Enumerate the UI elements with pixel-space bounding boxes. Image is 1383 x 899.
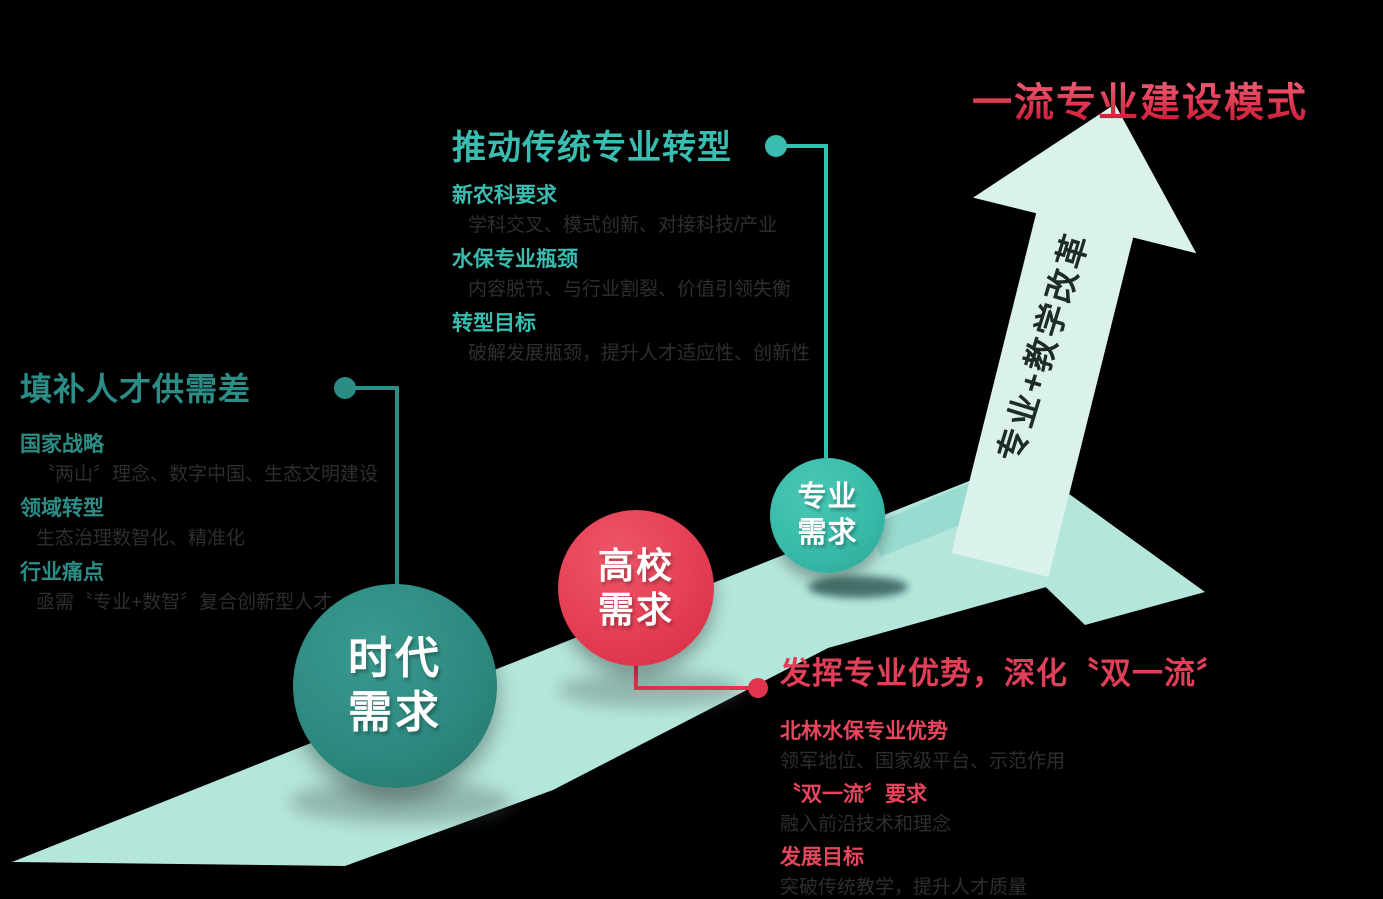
circle-era-line2: 需求	[348, 688, 442, 737]
item-label: 行业痛点	[20, 561, 104, 584]
item-desc: 生态治理数智化、精准化	[36, 528, 246, 550]
top-connector-dot	[765, 135, 787, 157]
item-desc: 破解发展瓶颈，提升人才适应性、创新性	[468, 343, 811, 365]
item-desc: 学科交叉、模式创新、对接科技/产业	[468, 215, 778, 237]
item-desc: 领军地位、国家级平台、示范作用	[780, 751, 1066, 773]
circle-major-line2: 需求	[797, 516, 858, 549]
top-connector-line	[776, 144, 828, 458]
item-desc: 融入前沿技术和理念	[780, 814, 952, 836]
ramp-band	[12, 460, 1150, 866]
block-transform-majors-heading: 推动传统专业转型	[452, 129, 732, 167]
block-talent-gap: 填补人才供需差 国家战略 〝两山〞理念、数字中国、生态文明建设 领域转型 生态治…	[20, 364, 378, 615]
page-title: 一流专业建设模式	[972, 70, 1308, 128]
item-desc: 〝两山〞理念、数字中国、生态文明建设	[36, 464, 379, 486]
major-circle-shadow	[808, 576, 908, 598]
right-connector-line	[634, 662, 754, 690]
item-label: 北林水保专业优势	[780, 720, 948, 743]
item-desc: 突破传统教学，提升人才质量	[780, 877, 1028, 899]
block-double-first-class-heading: 发挥专业优势，深化〝双一流〞	[780, 656, 1228, 691]
item-desc: 内容脱节、与行业割裂、价值引领失衡	[468, 279, 792, 301]
block-talent-gap-heading: 填补人才供需差	[20, 371, 252, 407]
circle-university-line1: 高校	[597, 545, 674, 587]
item-label: 新农科要求	[452, 184, 557, 207]
block-transform-majors: 推动传统专业转型 新农科要求 学科交叉、模式创新、对接科技/产业 水保专业瓶颈 …	[452, 120, 810, 366]
era-circle-shadow	[288, 780, 512, 824]
item-label: 领域转型	[20, 497, 104, 520]
item-label: 〝双一流〞要求	[780, 783, 927, 806]
left-connector-line	[345, 386, 399, 586]
growth-arrow	[951, 104, 1197, 578]
left-connector-dot	[334, 377, 356, 399]
item-label: 国家战略	[20, 433, 104, 456]
item-label: 发展目标	[780, 846, 864, 869]
circle-university-line2: 需求	[597, 589, 674, 630]
item-label: 水保专业瓶颈	[452, 248, 578, 271]
right-connector-dot	[748, 678, 768, 698]
circle-university-demand: 高校 需求	[558, 510, 714, 666]
circle-era-demand: 时代 需求	[293, 584, 497, 788]
item-label: 转型目标	[452, 312, 536, 335]
circle-era-line1: 时代	[348, 634, 442, 684]
circle-major-demand: 专业 需求	[770, 458, 885, 573]
circle-major-line1: 专业	[797, 481, 858, 514]
block-double-first-class: 发挥专业优势，深化〝双一流〞 北林水保专业优势 领军地位、国家级平台、示范作用 …	[780, 648, 1228, 899]
item-desc: 亟需〝专业+数智〞复合创新型人才	[36, 592, 333, 614]
